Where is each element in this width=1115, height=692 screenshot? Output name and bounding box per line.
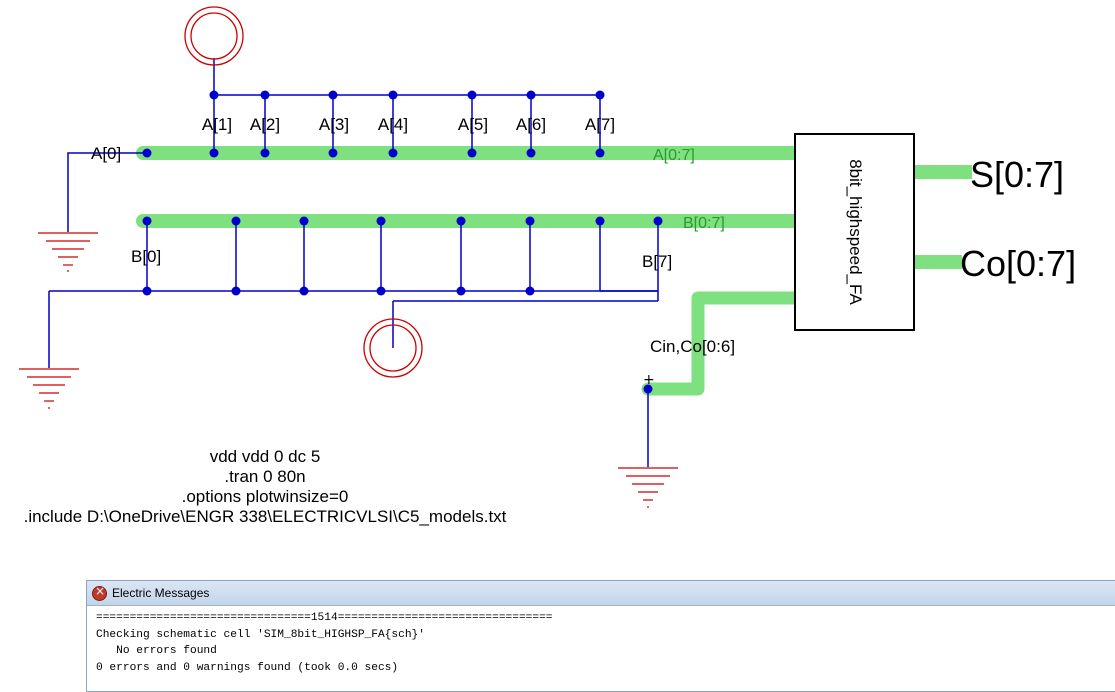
a2-label: A[2] <box>250 115 280 134</box>
spice-line: vdd vdd 0 dc 5 <box>209 447 321 466</box>
schematic-canvas[interactable]: 8bit_highspeed_FA A[1] A[2] A[3] A[4] A[… <box>0 0 1115 580</box>
carry-output-label: Co[0:7] <box>960 243 1076 284</box>
message-line: No errors found <box>96 645 217 657</box>
wire-junctions <box>142 90 663 394</box>
messages-titlebar[interactable]: Electric Messages <box>87 581 1115 606</box>
wires <box>48 58 659 467</box>
ground-icon-c[interactable] <box>618 467 678 508</box>
electric-app-icon <box>92 584 107 601</box>
spice-line: .tran 0 80n <box>224 467 306 486</box>
sum-output-label: S[0:7] <box>970 154 1064 195</box>
a3-label: A[3] <box>319 115 349 134</box>
spice-line: .include D:\OneDrive\ENGR 338\ELECTRICVL… <box>23 507 507 526</box>
b0-label: B[0] <box>131 247 161 266</box>
a-bus-label: A[0:7] <box>653 147 695 164</box>
b7-label: B[7] <box>642 252 672 271</box>
message-line: ================================1514====… <box>96 612 553 624</box>
cin-bus[interactable] <box>641 291 802 396</box>
crosshair-icon: + <box>643 372 655 388</box>
vdd-power-icon-b[interactable] <box>363 318 423 378</box>
a1-label: A[1] <box>202 115 232 134</box>
message-line: Checking schematic cell 'SIM_8bit_HIGHSP… <box>96 628 425 641</box>
a7-label: A[7] <box>585 115 615 134</box>
carry-in-label: Cin,Co[0:6] <box>650 337 735 356</box>
adder-block[interactable] <box>794 133 915 331</box>
spice-line: .options plotwinsize=0 <box>181 487 349 506</box>
vdd-power-icon[interactable] <box>184 6 244 66</box>
adder-block-label: 8bit_highspeed_FA <box>846 159 865 305</box>
ground-icon[interactable] <box>38 232 98 272</box>
a5-label: A[5] <box>458 115 488 134</box>
messages-title: Electric Messages <box>112 586 210 600</box>
b-bus-label: B[0:7] <box>683 215 725 232</box>
ground-icon-b[interactable] <box>19 368 79 409</box>
message-line: 0 errors and 0 warnings found (took 0.0 … <box>96 661 399 674</box>
a0-label: A[0] <box>91 144 121 163</box>
a4-label: A[4] <box>378 115 408 134</box>
spice-code-block[interactable]: vdd vdd 0 dc 5 .tran 0 80n .options plot… <box>0 447 530 527</box>
messages-window[interactable]: Electric Messages ======================… <box>86 580 1115 692</box>
messages-body[interactable]: ================================1514====… <box>87 606 1115 676</box>
a-bit-labels: A[1] A[2] A[3] A[4] A[5] A[6] A[7] <box>202 115 615 134</box>
a6-label: A[6] <box>516 115 546 134</box>
